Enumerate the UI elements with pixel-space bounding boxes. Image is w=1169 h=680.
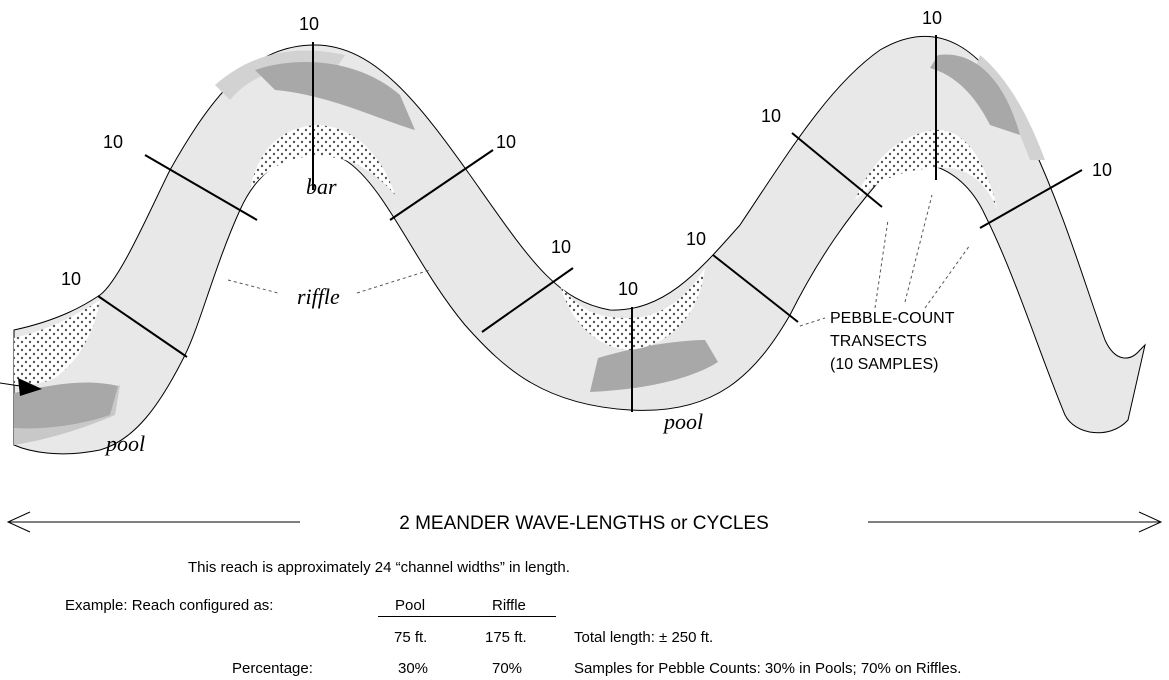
transect-count-label: 10 (761, 106, 781, 126)
riffle-length: 175 ft. (485, 629, 527, 646)
samples-note: Samples for Pebble Counts: 30% in Pools;… (574, 660, 962, 677)
svg-text:TRANSECTS: TRANSECTS (830, 333, 927, 350)
gravel-bar-right (855, 129, 998, 210)
transect-count-label: 10 (686, 229, 706, 249)
leader-lines (227, 194, 971, 327)
pool-shading (14, 54, 1020, 429)
bar-label: bar (306, 174, 337, 199)
percentage-label: Percentage: (232, 660, 313, 677)
gravel-bar-left (14, 300, 100, 385)
transect-count-label: 10 (496, 132, 516, 152)
transect-count-label: 10 (922, 8, 942, 28)
transect-5 (481, 267, 574, 333)
col-header-pool: Pool (395, 597, 426, 614)
transect-count-label: 10 (551, 237, 571, 257)
pebble-count-transects-label: PEBBLE-COUNT TRANSECTS (10 SAMPLES) (830, 310, 955, 373)
transect-4 (389, 149, 494, 221)
transect-count-label: 10 (1092, 160, 1112, 180)
transect-count-label: 10 (103, 132, 123, 152)
riffle-label: riffle (297, 284, 340, 309)
gravel-bar-top (250, 125, 395, 195)
col-header-riffle: Riffle (492, 597, 526, 614)
riffle-percentage: 70% (492, 660, 523, 677)
right-arrow-icon (1138, 511, 1163, 533)
pool-length: 75 ft. (394, 629, 428, 646)
pool-label-left: pool (104, 431, 145, 456)
transect-count-labels: 10 10 10 10 10 10 10 10 10 10 (61, 8, 1112, 299)
header-underline (378, 616, 556, 617)
example-label: Example: Reach configured as: (65, 597, 274, 614)
transect-count-label: 10 (61, 269, 81, 289)
total-length: Total length: ± 250 ft. (574, 629, 714, 646)
transect-lines (97, 35, 1083, 412)
transect-10 (979, 169, 1083, 229)
svg-text:(10 SAMPLES): (10 SAMPLES) (830, 356, 938, 373)
meander-caption: 2 MEANDER WAVE-LENGTHS or CYCLES (399, 513, 769, 534)
flow-direction-arrow (0, 378, 42, 396)
transect-2 (144, 154, 258, 221)
transect-8 (791, 132, 883, 208)
transect-7 (712, 254, 799, 323)
meander-dimension: 2 MEANDER WAVE-LENGTHS or CYCLES (6, 511, 1163, 534)
transect-count-label: 10 (618, 279, 638, 299)
transect-count-label: 10 (299, 14, 319, 34)
arrow-head-icon (18, 378, 42, 396)
svg-text:PEBBLE-COUNT: PEBBLE-COUNT (830, 310, 955, 327)
reach-note: This reach is approximately 24 “channel … (188, 559, 570, 576)
left-arrow-icon (6, 511, 31, 533)
gravel-bar-middle (560, 268, 705, 350)
gravel-bars (14, 125, 998, 385)
pool-label-right: pool (662, 409, 703, 434)
pool-percentage: 30% (398, 660, 429, 677)
transect-1 (97, 295, 188, 358)
